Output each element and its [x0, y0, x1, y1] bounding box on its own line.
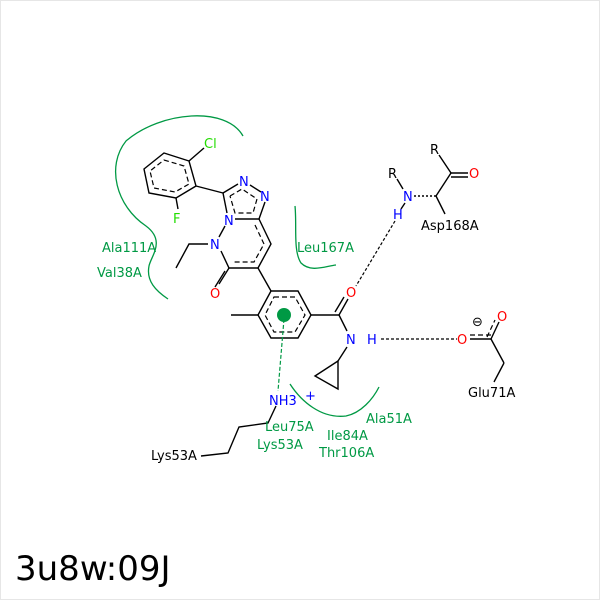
atom-nh3: NH3	[269, 394, 297, 409]
triazole-ring	[222, 183, 266, 220]
pyridazinone-ring	[175, 218, 272, 288]
hbond-asp168-amide-o	[355, 220, 396, 287]
atom-o-amide: O	[346, 286, 356, 301]
pi-cation-interaction	[277, 318, 285, 392]
atom-nh3-charge: +	[305, 389, 316, 404]
pi-center-marker	[277, 308, 291, 322]
atom-r2: R	[430, 143, 439, 158]
residue-label-lys53-hydrophobic: Lys53A	[257, 438, 303, 453]
atom-h-asp: H	[393, 208, 403, 223]
hydrophobic-arc-ala51	[289, 383, 380, 417]
residue-label-glu71: Glu71A	[468, 386, 515, 401]
atom-n-amide: N	[346, 333, 356, 348]
atom-o-glu2: O	[497, 310, 507, 325]
residue-lys53-chain	[200, 405, 277, 457]
atom-o-glu1: O	[457, 333, 467, 348]
residue-label-leu167: Leu167A	[297, 241, 354, 256]
atom-cl: Cl	[204, 137, 217, 152]
structure-title: 3u8w:09J	[15, 549, 171, 589]
atom-n2: N	[260, 190, 270, 205]
residue-label-ile84: Ile84A	[327, 429, 368, 444]
atom-n1: N	[239, 175, 249, 190]
atom-o-ketone: O	[210, 287, 220, 302]
residue-label-ala51: Ala51A	[366, 412, 412, 427]
residue-label-ala111: Ala111A	[102, 241, 156, 256]
atom-n4: N	[224, 214, 234, 229]
residue-label-val38: Val38A	[97, 266, 142, 281]
residue-label-lys53: Lys53A	[151, 449, 197, 464]
atom-h-amide: H	[367, 333, 377, 348]
negative-charge-icon: ⊖	[472, 315, 483, 330]
atom-f: F	[173, 212, 180, 227]
residue-glu71	[470, 319, 505, 383]
phenyl-ring	[143, 147, 224, 210]
residue-asp168	[396, 154, 468, 215]
benzene-ring	[231, 267, 339, 339]
residue-label-asp168: Asp168A	[421, 219, 479, 234]
atom-o-asp: O	[469, 167, 479, 182]
residue-label-leu75: Leu75A	[265, 420, 314, 435]
atom-n5: N	[210, 238, 220, 253]
hydrophobic-arc-leu167	[294, 205, 337, 269]
residue-label-thr106: Thr106A	[318, 446, 374, 461]
amide-group	[313, 296, 349, 391]
atom-n-asp: N	[403, 190, 413, 205]
atom-r1: R	[388, 167, 397, 182]
hydrophobic-arc-ala111-val38	[114, 115, 244, 300]
